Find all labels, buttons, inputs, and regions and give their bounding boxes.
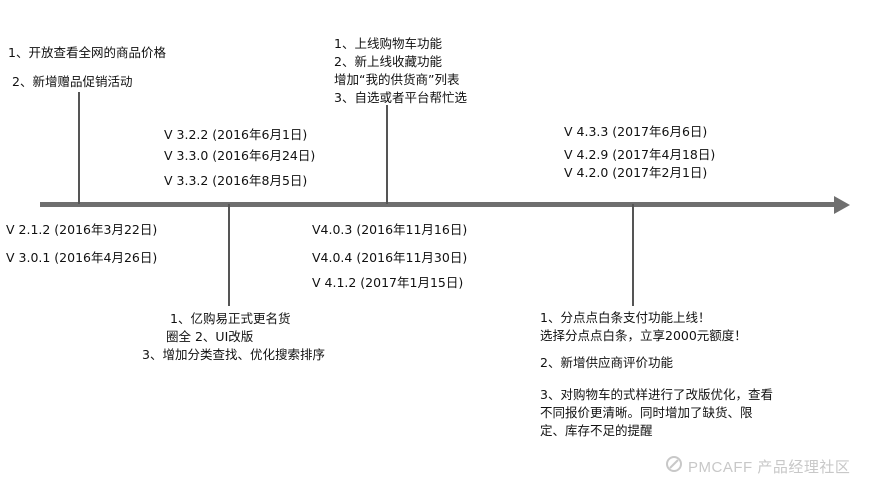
version-1-line-2: V 3.0.1 (2016年4月26日) [6,250,158,265]
event-2-line-2: 2、新上线收藏功能 [334,54,442,69]
version-4-line-1: V 4.3.3 (2017年6月6日) [564,124,708,139]
version-3-line-2: V4.0.4 (2016年11月30日) [312,250,468,265]
tick-4 [632,204,634,306]
event-3-line-3: 3、增加分类查找、优化搜索排序 [142,347,325,362]
version-4-line-2: V 4.2.9 (2017年4月18日) [564,147,716,162]
event-2-line-4: 3、自选或者平台帮忙选 [334,90,467,105]
event-4-line-5: 不同报价更清晰。同时增加了缺货、限 [540,405,753,420]
event-4-line-2: 选择分点点白条，立享2000元额度！ [540,328,747,343]
version-3-line-1: V4.0.3 (2016年11月16日) [312,222,468,237]
version-2-line-2: V 3.3.0 (2016年6月24日) [164,148,316,163]
tick-1 [78,92,80,204]
event-4-line-6: 定、库存不足的提醒 [540,423,653,438]
tick-3 [386,105,388,204]
version-1-line-1: V 2.1.2 (2016年3月22日) [6,222,158,237]
version-2-line-1: V 3.2.2 (2016年6月1日) [164,127,308,142]
tick-2 [228,204,230,306]
event-4-line-3: 2、新增供应商评价功能 [540,355,673,370]
event-3-line-1: 1、亿购易正式更名货 [170,311,291,326]
event-1-line-1: 1、开放查看全网的商品价格 [8,45,166,60]
event-4-line-1: 1、分点点白条支付功能上线！ [540,310,711,325]
event-1-line-2: 2、新增赠品促销活动 [12,74,133,89]
watermark-text: PMCAFF 产品经理社区 [688,459,851,476]
event-3-line-2: 圈全 2、UI改版 [166,329,254,344]
version-4-line-3: V 4.2.0 (2017年2月1日) [564,165,708,180]
timeline-arrowhead [834,196,850,214]
version-2-line-3: V 3.3.2 (2016年8月5日) [164,173,308,188]
timeline-axis [40,202,840,207]
event-4-line-4: 3、对购物车的式样进行了改版优化，查看 [540,387,773,402]
version-3-line-3: V 4.1.2 (2017年1月15日) [312,275,464,290]
pmcaff-logo-icon [666,456,682,472]
event-2-line-1: 1、上线购物车功能 [334,36,442,51]
event-2-line-3: 增加“我的供货商”列表 [334,72,460,87]
